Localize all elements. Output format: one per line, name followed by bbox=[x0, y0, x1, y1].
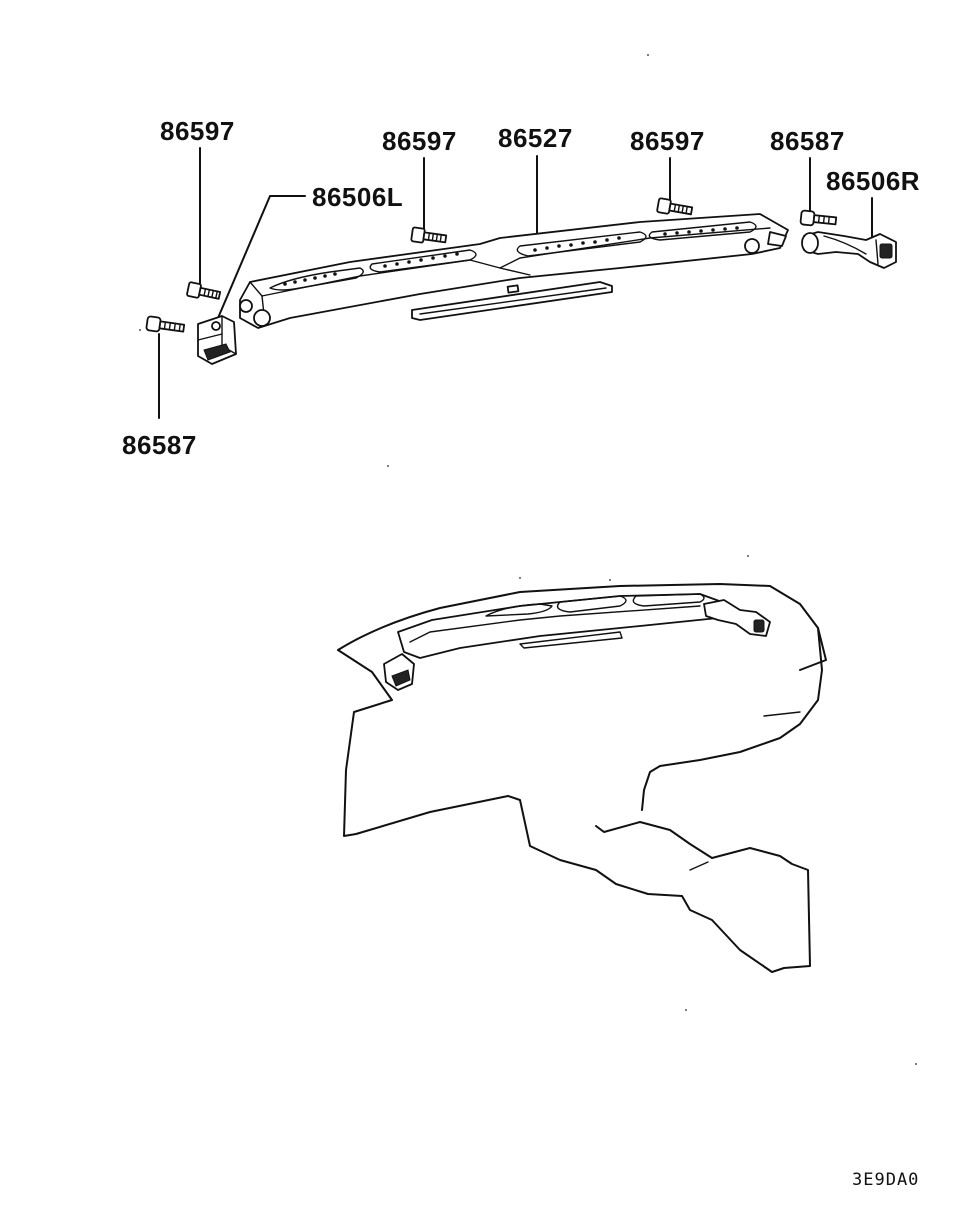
leader-nozzle-left bbox=[217, 195, 306, 319]
label-screw-right: 86587 bbox=[770, 126, 845, 156]
bolt-icon bbox=[186, 281, 222, 300]
defroster-duct bbox=[239, 213, 789, 329]
label-bolt-top-mid: 86597 bbox=[382, 126, 457, 156]
leader-lines bbox=[158, 147, 873, 419]
label-bolt-top-left: 86597 bbox=[160, 116, 235, 146]
dashboard-assembly bbox=[337, 583, 827, 973]
bolt-icon bbox=[656, 197, 694, 216]
screw-icon bbox=[799, 209, 838, 227]
label-bolt-top-right: 86597 bbox=[630, 126, 705, 156]
scan-specks bbox=[139, 54, 917, 1065]
bolt-icon bbox=[410, 226, 448, 244]
side-nozzle-left bbox=[197, 315, 237, 365]
label-duct-center: 86527 bbox=[498, 123, 573, 153]
diagram-code: 3E9DA0 bbox=[852, 1170, 920, 1190]
side-nozzle-right bbox=[801, 231, 897, 269]
label-nozzle-left: 86506L bbox=[312, 182, 404, 212]
screw-icon bbox=[145, 315, 186, 333]
rib-marks bbox=[283, 226, 739, 286]
label-nozzle-right: 86506R bbox=[826, 166, 921, 196]
label-screw-left-bottom: 86587 bbox=[122, 430, 197, 460]
